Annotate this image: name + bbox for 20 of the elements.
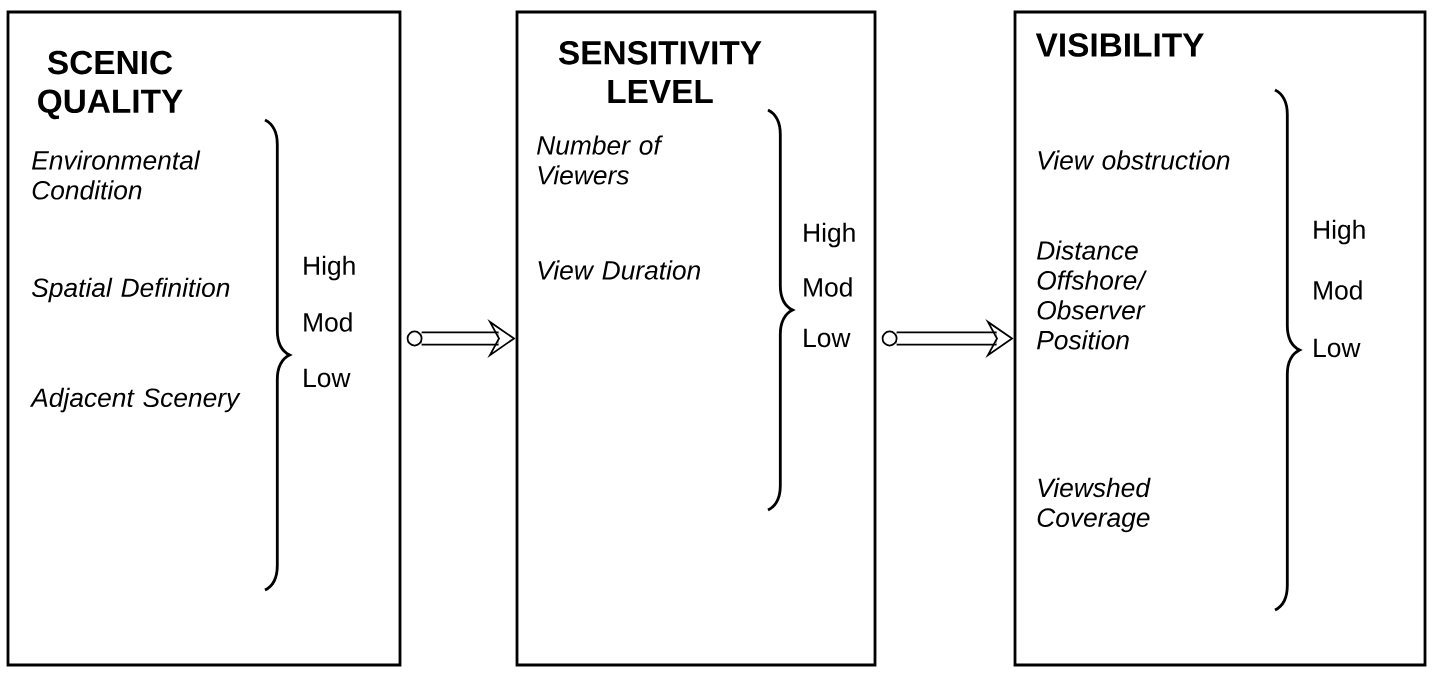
factor-label: Number of Viewers [537,135,663,185]
rating-label: Low [1314,338,1361,358]
factor-label: Viewshed Coverage [1037,477,1151,533]
rating-label: High [1314,219,1365,245]
factor-label: Spatial Definition [31,277,230,303]
rating-label: Mod [304,312,352,332]
panel-title: SENSITIVITY LEVEL [558,41,762,103]
factor-label: Distance Offshore/ Observer Position [1037,240,1147,350]
rating-label: High [804,222,855,248]
panel-title: SCENIC QUALITY [38,50,183,120]
rating-label: Low [304,368,351,388]
factor-label: View obstruction [1038,150,1230,170]
rating-label: High [304,255,355,281]
rating-label: Mod [804,277,852,297]
rating-label: Low [804,328,851,348]
factor-label: Adjacent Scenery [29,387,241,413]
factor-label: Environmental Condition [32,150,201,200]
panel-title: VISIBILITY [1035,33,1204,57]
factor-label: View Duration [538,260,701,280]
rating-label: Mod [1314,280,1362,300]
